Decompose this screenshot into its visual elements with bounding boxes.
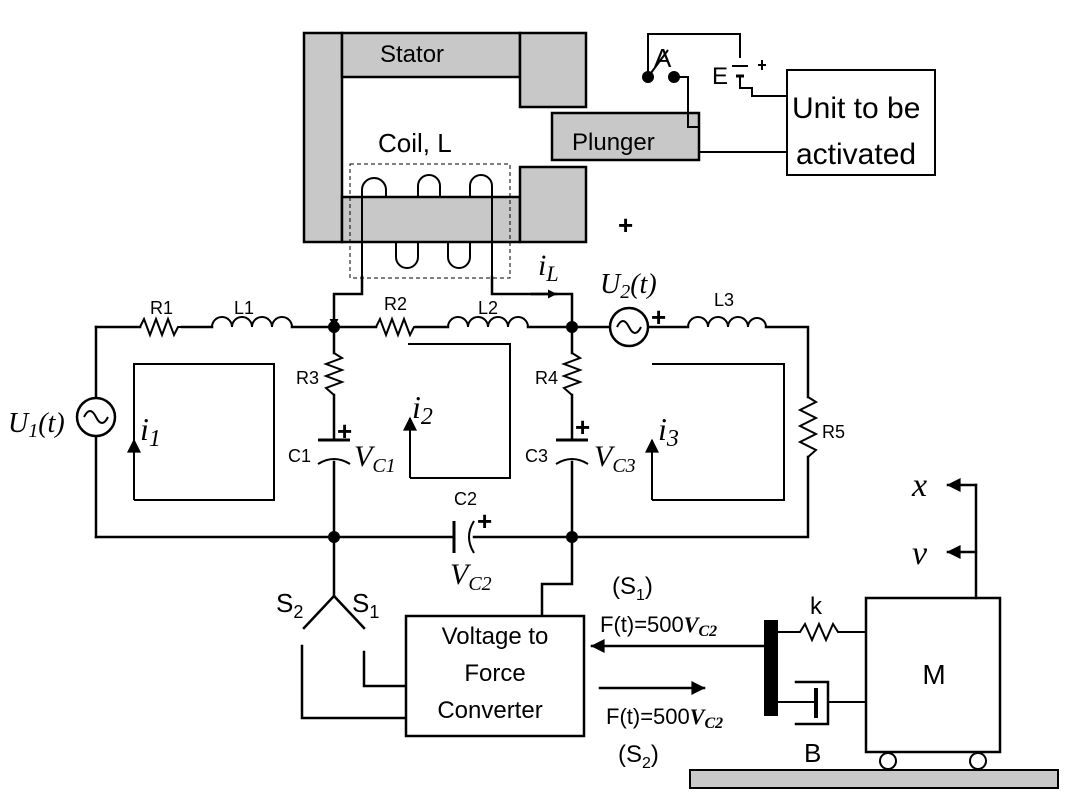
coil-label: Coil, L bbox=[378, 128, 452, 158]
plus-c1: + bbox=[337, 416, 352, 446]
label-i1: i1 bbox=[140, 411, 161, 452]
resistor-r1 bbox=[139, 316, 182, 338]
label-s1: S1 bbox=[352, 588, 379, 622]
converter-feed bbox=[540, 535, 574, 618]
coil-box bbox=[349, 163, 511, 279]
label-m: M bbox=[922, 659, 945, 690]
plus-c3: + bbox=[575, 412, 590, 442]
label-c2: C2 bbox=[454, 489, 477, 509]
spring-k bbox=[778, 621, 866, 643]
label-b: B bbox=[804, 738, 821, 768]
label-c3: C3 bbox=[525, 446, 548, 466]
unit-label-line1: Unit to be bbox=[792, 92, 920, 125]
node-top-1 bbox=[328, 321, 340, 333]
switch-a-label: A bbox=[654, 43, 672, 73]
capacitor-c3 bbox=[555, 438, 589, 465]
plus-c2: + bbox=[477, 506, 492, 536]
resistor-r2 bbox=[375, 316, 416, 338]
coil bbox=[361, 174, 493, 277]
label-k: k bbox=[810, 593, 823, 620]
label-v: v bbox=[912, 535, 928, 572]
battery-e bbox=[732, 60, 787, 97]
switch-a bbox=[642, 33, 741, 128]
label-vc1: VC1 bbox=[354, 440, 396, 477]
mass-m bbox=[864, 596, 1002, 754]
label-s1-paren: (S1) bbox=[612, 573, 653, 604]
resistor-r4 bbox=[561, 352, 583, 396]
plunger-label: Plunger bbox=[572, 129, 655, 156]
inductor-l3 bbox=[687, 316, 767, 328]
label-l2: L2 bbox=[478, 298, 498, 318]
source-u2 bbox=[608, 306, 650, 348]
resistor-r5 bbox=[797, 396, 819, 458]
wheel-right bbox=[969, 752, 987, 770]
resistor-r3 bbox=[323, 352, 345, 396]
wheel-left bbox=[879, 752, 897, 770]
stator-label: Stator bbox=[380, 41, 444, 68]
label-i3: i3 bbox=[658, 411, 679, 452]
label-s2: S2 bbox=[276, 588, 303, 622]
battery-e-label: E bbox=[712, 63, 728, 90]
label-r4: R4 bbox=[535, 368, 558, 388]
label-r5: R5 bbox=[822, 422, 845, 442]
label-u1: U1(t) bbox=[8, 408, 65, 442]
converter-label-line2: Force bbox=[464, 660, 525, 687]
plus-u2: + bbox=[651, 302, 666, 332]
loop-i1 bbox=[133, 363, 275, 501]
ground bbox=[689, 769, 1059, 789]
converter-box bbox=[404, 614, 586, 738]
source-u1 bbox=[75, 396, 117, 438]
inductor-l2 bbox=[447, 316, 529, 328]
label-u2: U2(t) bbox=[600, 269, 657, 303]
label-i2: i2 bbox=[412, 389, 433, 430]
label-force-bottom: F(t)=500VC2 bbox=[606, 704, 723, 732]
label-r3: R3 bbox=[296, 368, 319, 388]
damper-b bbox=[778, 680, 866, 726]
label-il: iL bbox=[538, 249, 559, 286]
node-top-2 bbox=[566, 321, 578, 333]
label-vc2: VC2 bbox=[450, 558, 492, 595]
label-l3: L3 bbox=[714, 290, 734, 310]
converter-label-line1: Voltage to bbox=[442, 623, 549, 650]
top-rail bbox=[94, 325, 810, 399]
unit-label-line2: activated bbox=[796, 138, 916, 171]
plunger bbox=[550, 111, 701, 162]
label-s2-paren: (S2) bbox=[618, 741, 659, 772]
capacitor-c1 bbox=[317, 438, 351, 465]
inductor-l1 bbox=[211, 316, 293, 328]
label-force-top: F(t)=500VC2 bbox=[600, 612, 717, 640]
switch-s1-s2 bbox=[300, 535, 408, 720]
label-r1: R1 bbox=[150, 298, 173, 318]
capacitor-c2 bbox=[452, 520, 475, 554]
converter-label-line3: Converter bbox=[437, 697, 542, 724]
bottom-rail bbox=[94, 455, 810, 539]
plunger-plus: + bbox=[618, 210, 633, 240]
label-r2: R2 bbox=[384, 294, 407, 314]
stator bbox=[302, 31, 588, 244]
coil-lead-left bbox=[329, 275, 364, 329]
label-c1: C1 bbox=[288, 446, 311, 466]
label-x: x bbox=[911, 467, 927, 504]
label-l1: L1 bbox=[234, 298, 254, 318]
actuator-plate bbox=[764, 620, 778, 716]
label-vc3: VC3 bbox=[594, 440, 636, 477]
unit-box bbox=[786, 69, 936, 176]
